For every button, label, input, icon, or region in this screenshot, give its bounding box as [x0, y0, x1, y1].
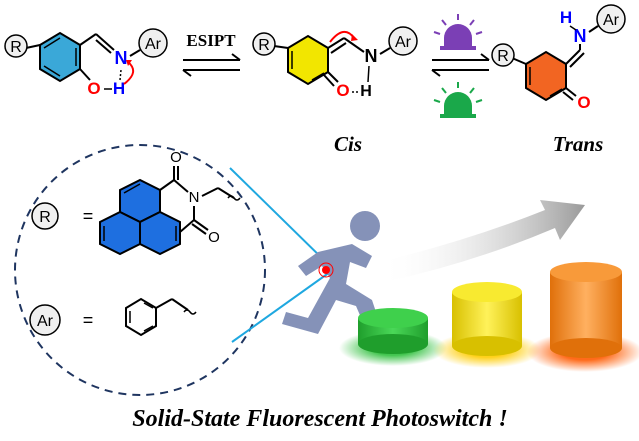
cis-n-label: N	[365, 46, 378, 66]
imide-o-top-label: O	[170, 149, 182, 166]
r-key-label: R	[39, 209, 51, 226]
ar-substituent-circle	[138, 28, 168, 58]
r-substituent-circle	[4, 34, 28, 58]
cis-o-label: O	[336, 81, 349, 100]
cis-molecule: R N Ar H O	[252, 26, 418, 100]
r-substituent-circle	[252, 32, 276, 56]
ar-substituent-circle	[596, 4, 626, 34]
esipt-equilibrium-arrows: ESIPT	[182, 31, 241, 77]
light-bulb-violet-icon	[433, 14, 483, 50]
light-equilibrium-arrows	[431, 14, 490, 118]
r-key-circle	[31, 202, 59, 230]
imine-n-label: N	[115, 48, 128, 68]
caption: Solid-State Fluorescent Photoswitch !	[132, 406, 507, 432]
enol-h-label: H	[113, 79, 125, 98]
enol-molecule: R N Ar O H	[4, 28, 168, 98]
cis-h-label: H	[360, 83, 372, 100]
ar-substituent-circle	[388, 26, 418, 56]
r-substituent-circle	[491, 43, 515, 67]
substituent-key: R = O N O Ar =	[14, 144, 266, 396]
r-label: R	[258, 37, 270, 54]
zoom-line-bottom	[231, 271, 331, 343]
r-label: R	[497, 48, 509, 65]
arrow-icon	[380, 200, 585, 282]
cis-label: Cis	[334, 132, 362, 156]
zoom-line-top	[229, 167, 331, 267]
ar-equals: =	[83, 310, 94, 330]
trans-molecule: R N H Ar O	[491, 4, 626, 112]
ar-label: Ar	[145, 36, 162, 53]
ar-key-circle	[29, 304, 61, 336]
esipt-label: ESIPT	[186, 31, 236, 50]
trans-n-label: N	[574, 26, 587, 46]
r-equals: =	[83, 206, 94, 226]
ar-key-label: Ar	[37, 313, 54, 330]
naphthalimide-structure: O N O	[99, 149, 241, 256]
orange-cylinder	[527, 262, 639, 372]
trans-h-label: H	[560, 8, 572, 27]
light-bulb-green-icon	[433, 82, 483, 118]
imide-n-label: N	[189, 189, 200, 206]
ar-label: Ar	[603, 12, 620, 29]
yellow-cylinder	[433, 282, 541, 368]
benzyl-structure	[125, 297, 197, 337]
runner-icon	[282, 211, 382, 334]
enol-o-label: O	[87, 79, 100, 98]
green-cylinder	[339, 308, 447, 366]
trans-label: Trans	[553, 132, 604, 156]
ar-label: Ar	[395, 34, 412, 51]
r-label: R	[10, 39, 22, 56]
imide-o-bottom-label: O	[208, 229, 220, 246]
trans-o-label: O	[577, 93, 590, 112]
